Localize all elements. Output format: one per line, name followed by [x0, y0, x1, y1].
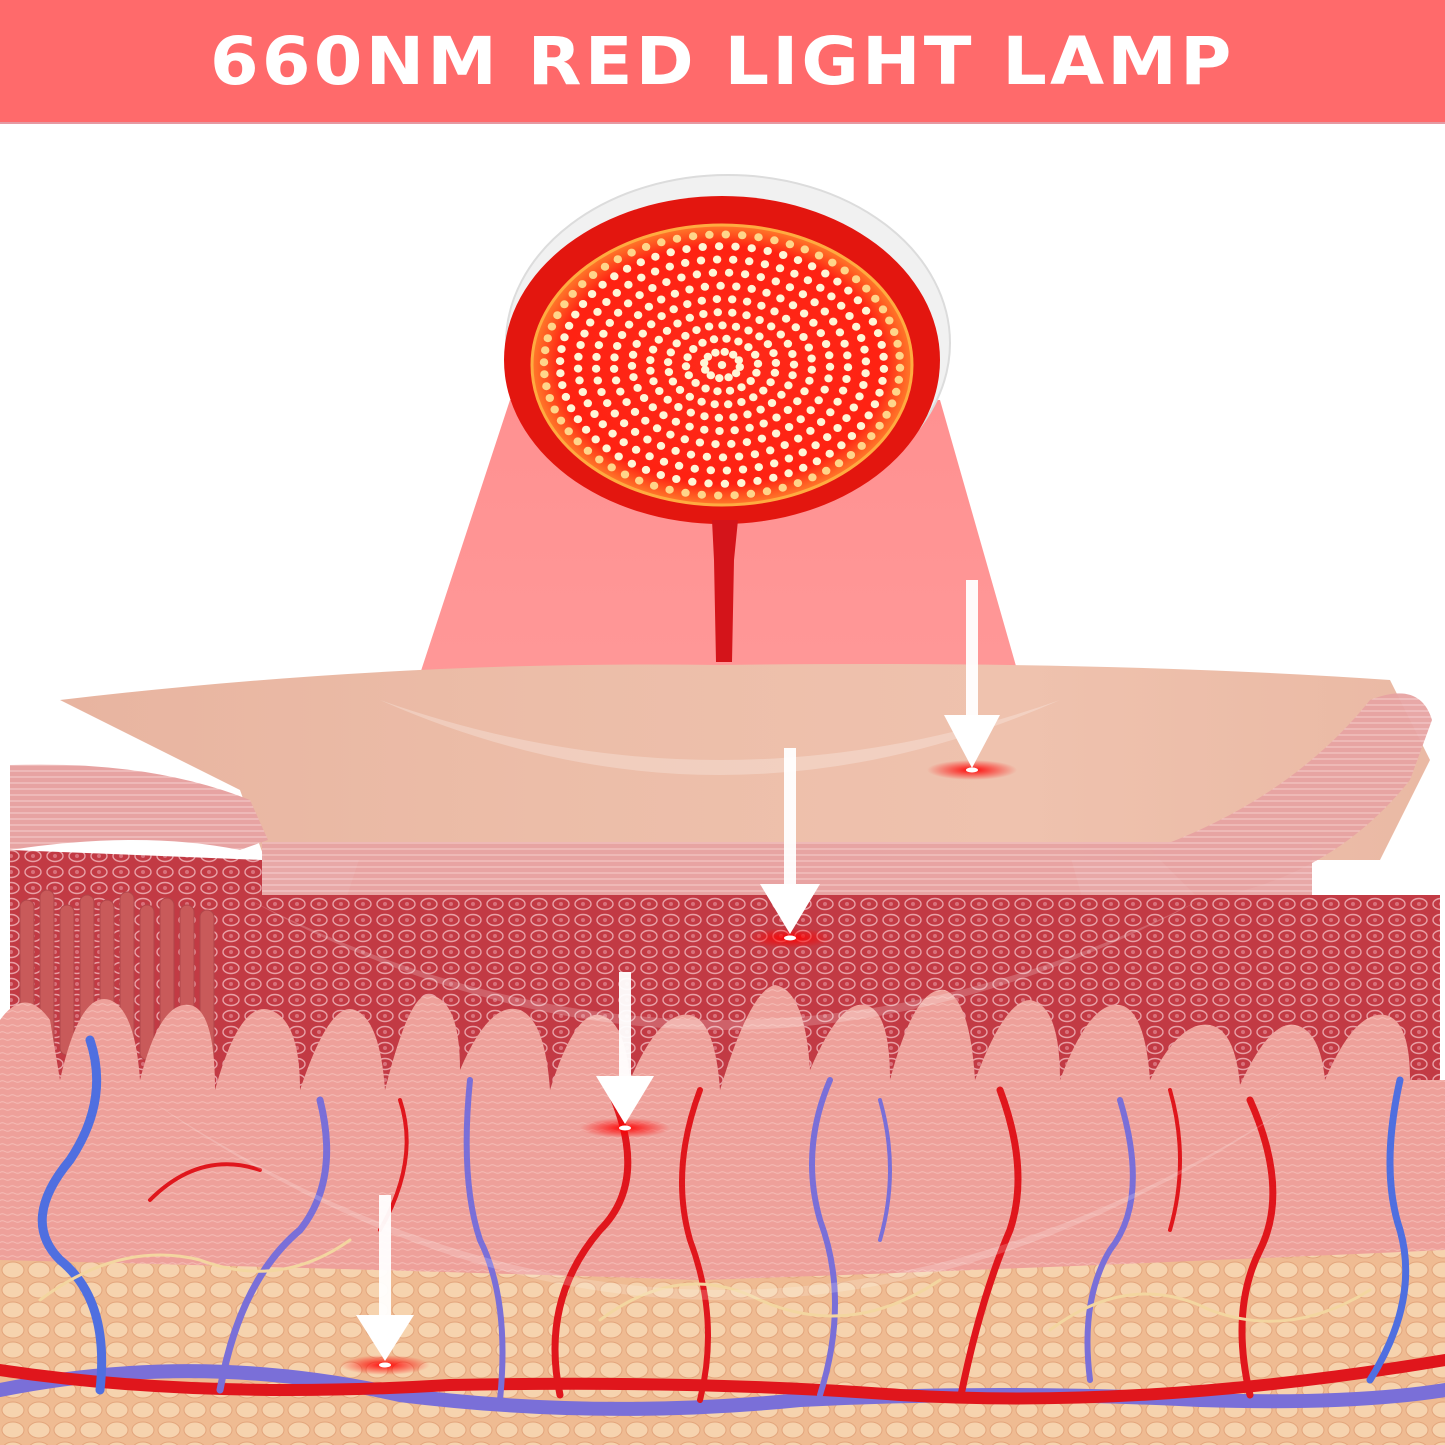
penetration-arrow-1 [927, 580, 1017, 780]
banner-title: 660NM RED LIGHT LAMP [210, 22, 1235, 100]
penetration-arrow-4 [340, 1195, 430, 1375]
illustration-scene [0, 124, 1445, 1445]
penetration-arrow-3 [580, 972, 670, 1138]
title-banner: 660NM RED LIGHT LAMP [0, 0, 1445, 124]
led-array [539, 230, 905, 500]
skin-cross-section [0, 664, 1445, 1445]
penetration-arrow-2 [745, 748, 835, 948]
red-light-lamp [504, 174, 951, 662]
